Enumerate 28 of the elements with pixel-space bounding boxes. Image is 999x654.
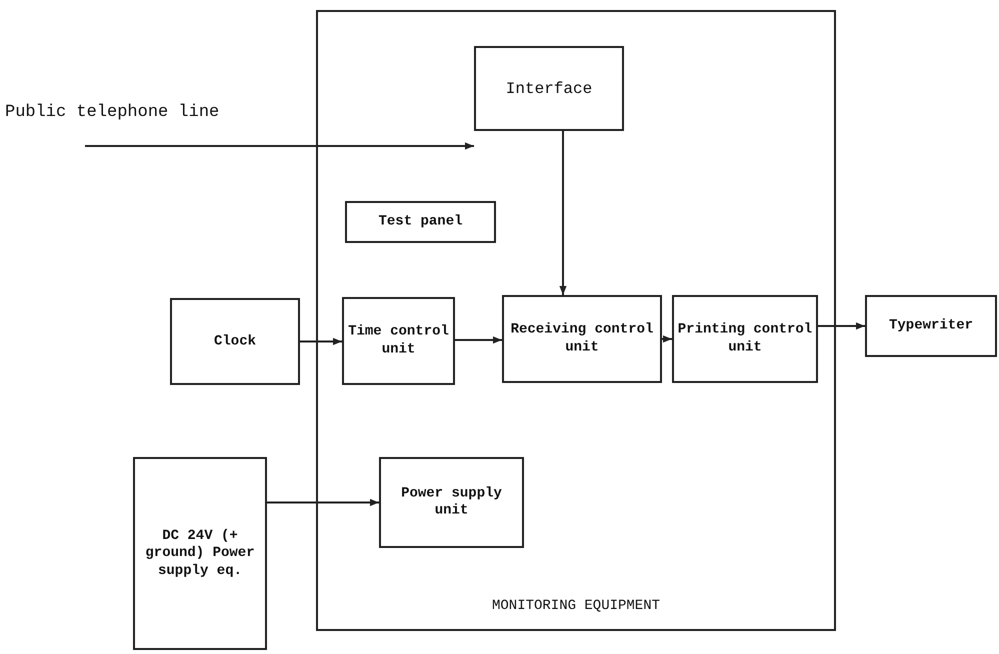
block-label: Time control unit [347,324,450,358]
arrow [455,336,502,344]
group-box [316,10,836,631]
block-label: Printing control unit [676,322,814,356]
block-box [379,457,524,548]
line-label: Public telephone line [5,103,220,122]
block-label: Clock [212,332,257,350]
block-box [502,295,662,383]
block-box [474,46,624,131]
arrow [818,322,865,330]
arrow [85,142,474,150]
arrow [662,335,672,343]
block-box [672,295,818,383]
block-box [133,457,267,650]
arrow [559,131,567,295]
block-label: DC 24V (+ ground) Power supply eq. [144,527,256,580]
block-label: Power supply unit [400,485,503,520]
group-title: MONITORING EQUIPMENT [490,598,662,615]
block-box [865,295,997,357]
arrow [267,498,379,506]
block-label: Typewriter [888,317,974,335]
block-box [170,298,300,385]
block-box [345,201,496,243]
block-label: Receiving control unit [510,322,654,356]
block-label: Test panel [377,213,464,231]
arrow [300,338,342,346]
block-box [342,297,455,385]
block-label: Interface [504,78,594,98]
